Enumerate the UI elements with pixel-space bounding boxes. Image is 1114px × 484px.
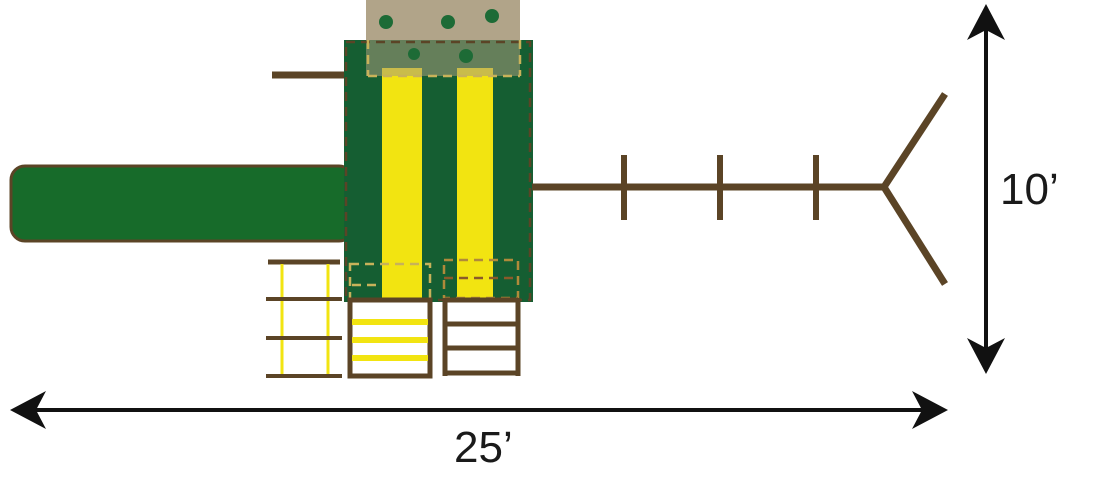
slide: [9, 164, 355, 243]
yellow-stripe-right: [457, 68, 493, 302]
main-deck: [344, 40, 533, 302]
canopy-overlay: [366, 40, 520, 76]
canopy-dot: [485, 9, 499, 23]
canopy-dot: [379, 15, 393, 29]
yellow-stripe-left: [382, 68, 422, 302]
width-dimension-arrow: [10, 391, 948, 429]
swing-beam: [532, 92, 948, 286]
yellow-ladder: [266, 259, 342, 378]
deck-dashed-outlines: [344, 40, 532, 302]
center-ladder: [347, 297, 433, 379]
right-ladder: [442, 297, 521, 376]
height-dimension-arrow: [967, 4, 1005, 374]
height-dimension-label: 10’: [1000, 165, 1059, 214]
width-dimension-label: 25’: [454, 423, 513, 472]
canopy-dot: [441, 15, 455, 29]
